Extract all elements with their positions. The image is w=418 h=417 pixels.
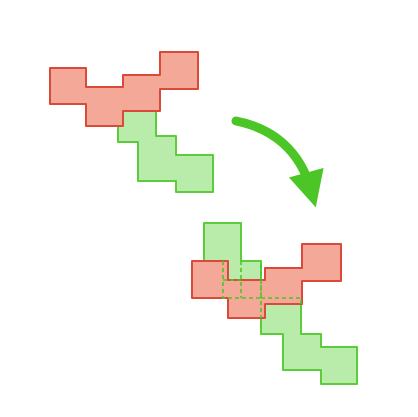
before-green-polyomino	[117, 109, 214, 193]
overlap-dashed-outline	[222, 261, 302, 318]
transition-arrow	[231, 116, 324, 208]
before-red-polyomino	[49, 51, 199, 127]
after-group	[191, 222, 358, 385]
after-red-polyomino	[191, 243, 342, 319]
before-group	[49, 51, 214, 193]
